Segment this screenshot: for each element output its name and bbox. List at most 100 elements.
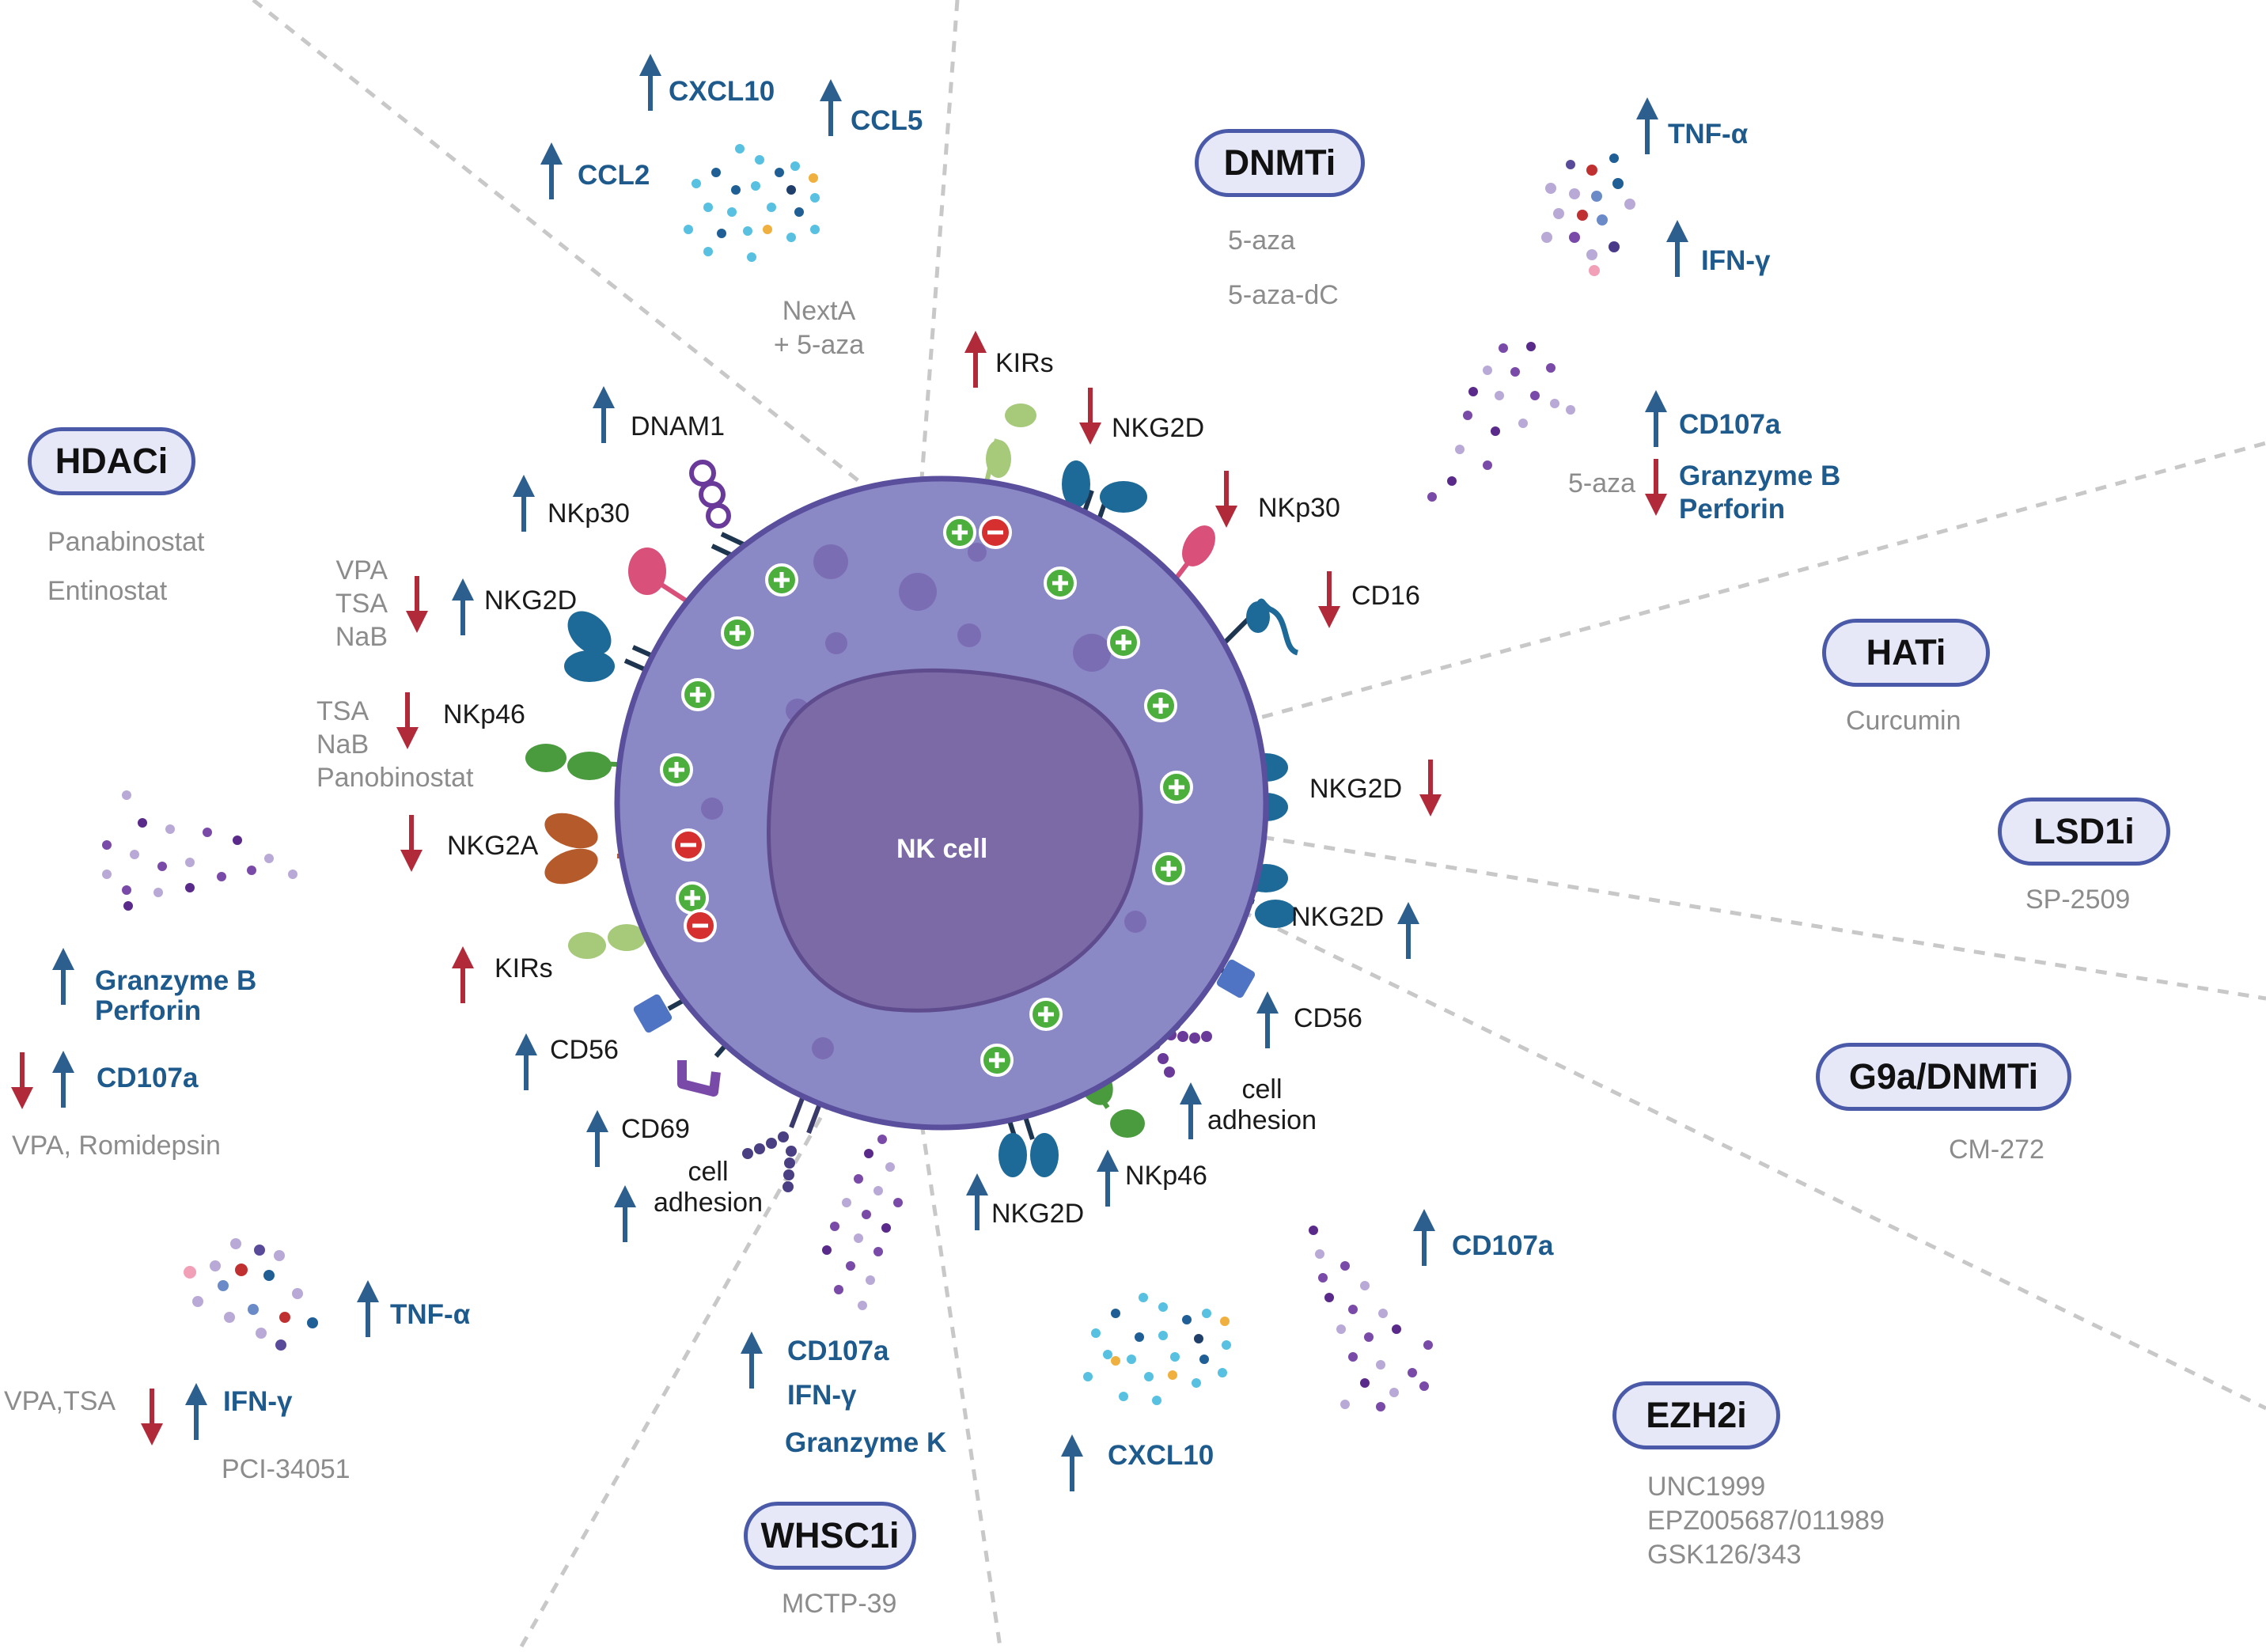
ezh2i-drug-1: UNC1999 — [1647, 1472, 1766, 1502]
label-nkg2d-right-2: NKG2D — [1291, 902, 1385, 932]
up-arrow-icon — [741, 1332, 763, 1389]
receptor-heads — [525, 404, 1299, 1192]
label-dnam1: DNAM1 — [631, 411, 726, 441]
hdaci-drug-1: Panabinostat — [47, 527, 205, 557]
label-cd69: CD69 — [621, 1114, 690, 1144]
up-arrow-icon — [593, 386, 615, 443]
up-arrow-icon — [1666, 220, 1688, 277]
pill-g9a-dnmti: G9a/DNMTi — [1816, 1043, 2071, 1111]
label-ifn-top: IFN-γ — [1701, 245, 1771, 276]
label-cd107a-bottom: CD107a — [787, 1336, 889, 1366]
ezh2i-drug-2: EPZ005687/011989 — [1647, 1506, 1885, 1536]
down-arrow-icon — [1079, 388, 1101, 445]
sector-dividers — [252, 0, 2266, 1652]
label-ccl2: CCL2 — [578, 160, 650, 191]
label-tnf-bottom-left: TNF-α — [390, 1299, 471, 1330]
label-ifn-bottom: IFN-γ — [787, 1380, 857, 1411]
pill-hati: HATi — [1822, 619, 1990, 687]
divider-1 — [252, 0, 862, 484]
label-cd107a-top-right: CD107a — [1679, 409, 1781, 440]
granule-cluster-left — [102, 790, 297, 911]
cytokine-cluster-bottom-left — [184, 1238, 318, 1351]
label-nkp46-bottom: NKp46 — [1125, 1161, 1207, 1191]
up-arrow-icon — [1097, 1150, 1119, 1207]
label-kirs-top: KIRs — [995, 348, 1054, 378]
down-arrow-icon — [141, 1389, 163, 1446]
pill-whsc1i: WHSC1i — [744, 1502, 916, 1570]
label-ccl5: CCL5 — [851, 105, 923, 136]
label-nkp46-left: NKp46 — [443, 699, 525, 729]
dnmti-drug-2: 5-aza-dC — [1228, 280, 1339, 310]
note-5aza: 5-aza — [1568, 468, 1636, 498]
note-vpa-romidepsin: VPA, Romidepsin — [12, 1131, 221, 1161]
up-arrow-icon — [185, 1383, 207, 1440]
label-nkp30-right: NKp30 — [1258, 493, 1340, 523]
label-cd56-right: CD56 — [1294, 1003, 1362, 1033]
down-arrow-icon — [1645, 459, 1667, 516]
note-vpa-tsa-nab: VPA TSA NaB — [335, 555, 388, 653]
label-granzyme-k-bottom: Granzyme K — [785, 1427, 947, 1458]
divider-7 — [516, 1098, 833, 1652]
label-kirs-left: KIRs — [495, 953, 553, 983]
down-arrow-icon — [1318, 571, 1340, 628]
label-cd56-left: CD56 — [550, 1035, 619, 1065]
label-adhesion-right: cell adhesion — [1207, 1074, 1317, 1136]
label-ifn-bottom-left: IFN-γ — [223, 1386, 293, 1417]
cytokine-cluster-bottom-center — [1083, 1293, 1231, 1405]
label-adhesion-left: cell adhesion — [653, 1157, 763, 1218]
divider-6 — [919, 1123, 1003, 1652]
note-pci: PCI-34051 — [222, 1454, 351, 1484]
label-granzyme-b-left: Granzyme B — [95, 965, 257, 996]
up-arrow-icon — [452, 578, 474, 635]
label-cd16: CD16 — [1351, 581, 1420, 611]
nkp30-left-head — [628, 548, 666, 595]
up-arrow-icon — [515, 1033, 537, 1090]
up-arrow-icon — [1061, 1434, 1083, 1491]
up-arrow-icon — [540, 142, 563, 199]
cytokine-cluster-top — [684, 144, 820, 262]
up-arrow-icon — [614, 1185, 636, 1242]
nucleus — [766, 668, 1143, 1013]
label-cxcl10-top: CXCL10 — [669, 76, 775, 107]
up-arrow-icon — [52, 948, 74, 1005]
cd69-head — [677, 1060, 721, 1097]
up-arrow-icon — [52, 1051, 74, 1108]
up-arrow-icon — [820, 79, 842, 136]
divider-3 — [1222, 441, 2266, 730]
label-cd107a-bottom-right: CD107a — [1452, 1230, 1554, 1261]
up-arrow-icon — [964, 331, 987, 388]
label-perforin-top-right: Perforin — [1679, 494, 1786, 525]
label-perforin-left: Perforin — [95, 995, 202, 1026]
cell-label: NK cell — [896, 834, 988, 864]
up-arrow-icon — [452, 946, 474, 1003]
label-nkg2d-top: NKG2D — [1112, 413, 1205, 443]
dnam1-receptor — [689, 460, 731, 529]
up-arrow-icon — [966, 1173, 988, 1230]
label-cd107a-left: CD107a — [97, 1063, 199, 1093]
divider-2 — [919, 0, 960, 479]
dnmti-drug-1: 5-aza — [1228, 225, 1296, 256]
divider-5 — [1221, 900, 2266, 1411]
hati-drug-1: Curcumin — [1846, 706, 1961, 736]
label-granzyme-b-top-right: Granzyme B — [1679, 460, 1841, 491]
granule-cluster-bottom — [822, 1135, 903, 1310]
lsd1i-drug-1: SP-2509 — [2025, 885, 2131, 915]
ezh2i-drug-3: GSK126/343 — [1647, 1540, 1802, 1570]
pill-lsd1i: LSD1i — [1998, 798, 2170, 866]
label-cxcl10-bottom: CXCL10 — [1108, 1440, 1214, 1471]
hdaci-drug-2: Entinostat — [47, 576, 168, 606]
label-nkg2d-bottom: NKG2D — [991, 1199, 1085, 1229]
note-tsa-nab-pano: TSA NaB Panobinostat — [316, 696, 474, 794]
cytokine-cluster-top-right — [1541, 153, 1635, 276]
up-arrow-icon — [1256, 991, 1279, 1048]
down-arrow-icon — [1215, 471, 1237, 528]
label-nkg2d-right-1: NKG2D — [1309, 774, 1403, 804]
granule-cluster-bottom-right — [1309, 1226, 1433, 1411]
label-nkg2a: NKG2A — [447, 831, 539, 861]
note-nexta: NextA + 5-aza — [773, 296, 865, 361]
up-arrow-icon — [513, 475, 535, 532]
label-nkg2d-left: NKG2D — [484, 585, 578, 616]
up-arrow-icon — [1645, 390, 1667, 447]
down-arrow-icon — [406, 576, 428, 633]
